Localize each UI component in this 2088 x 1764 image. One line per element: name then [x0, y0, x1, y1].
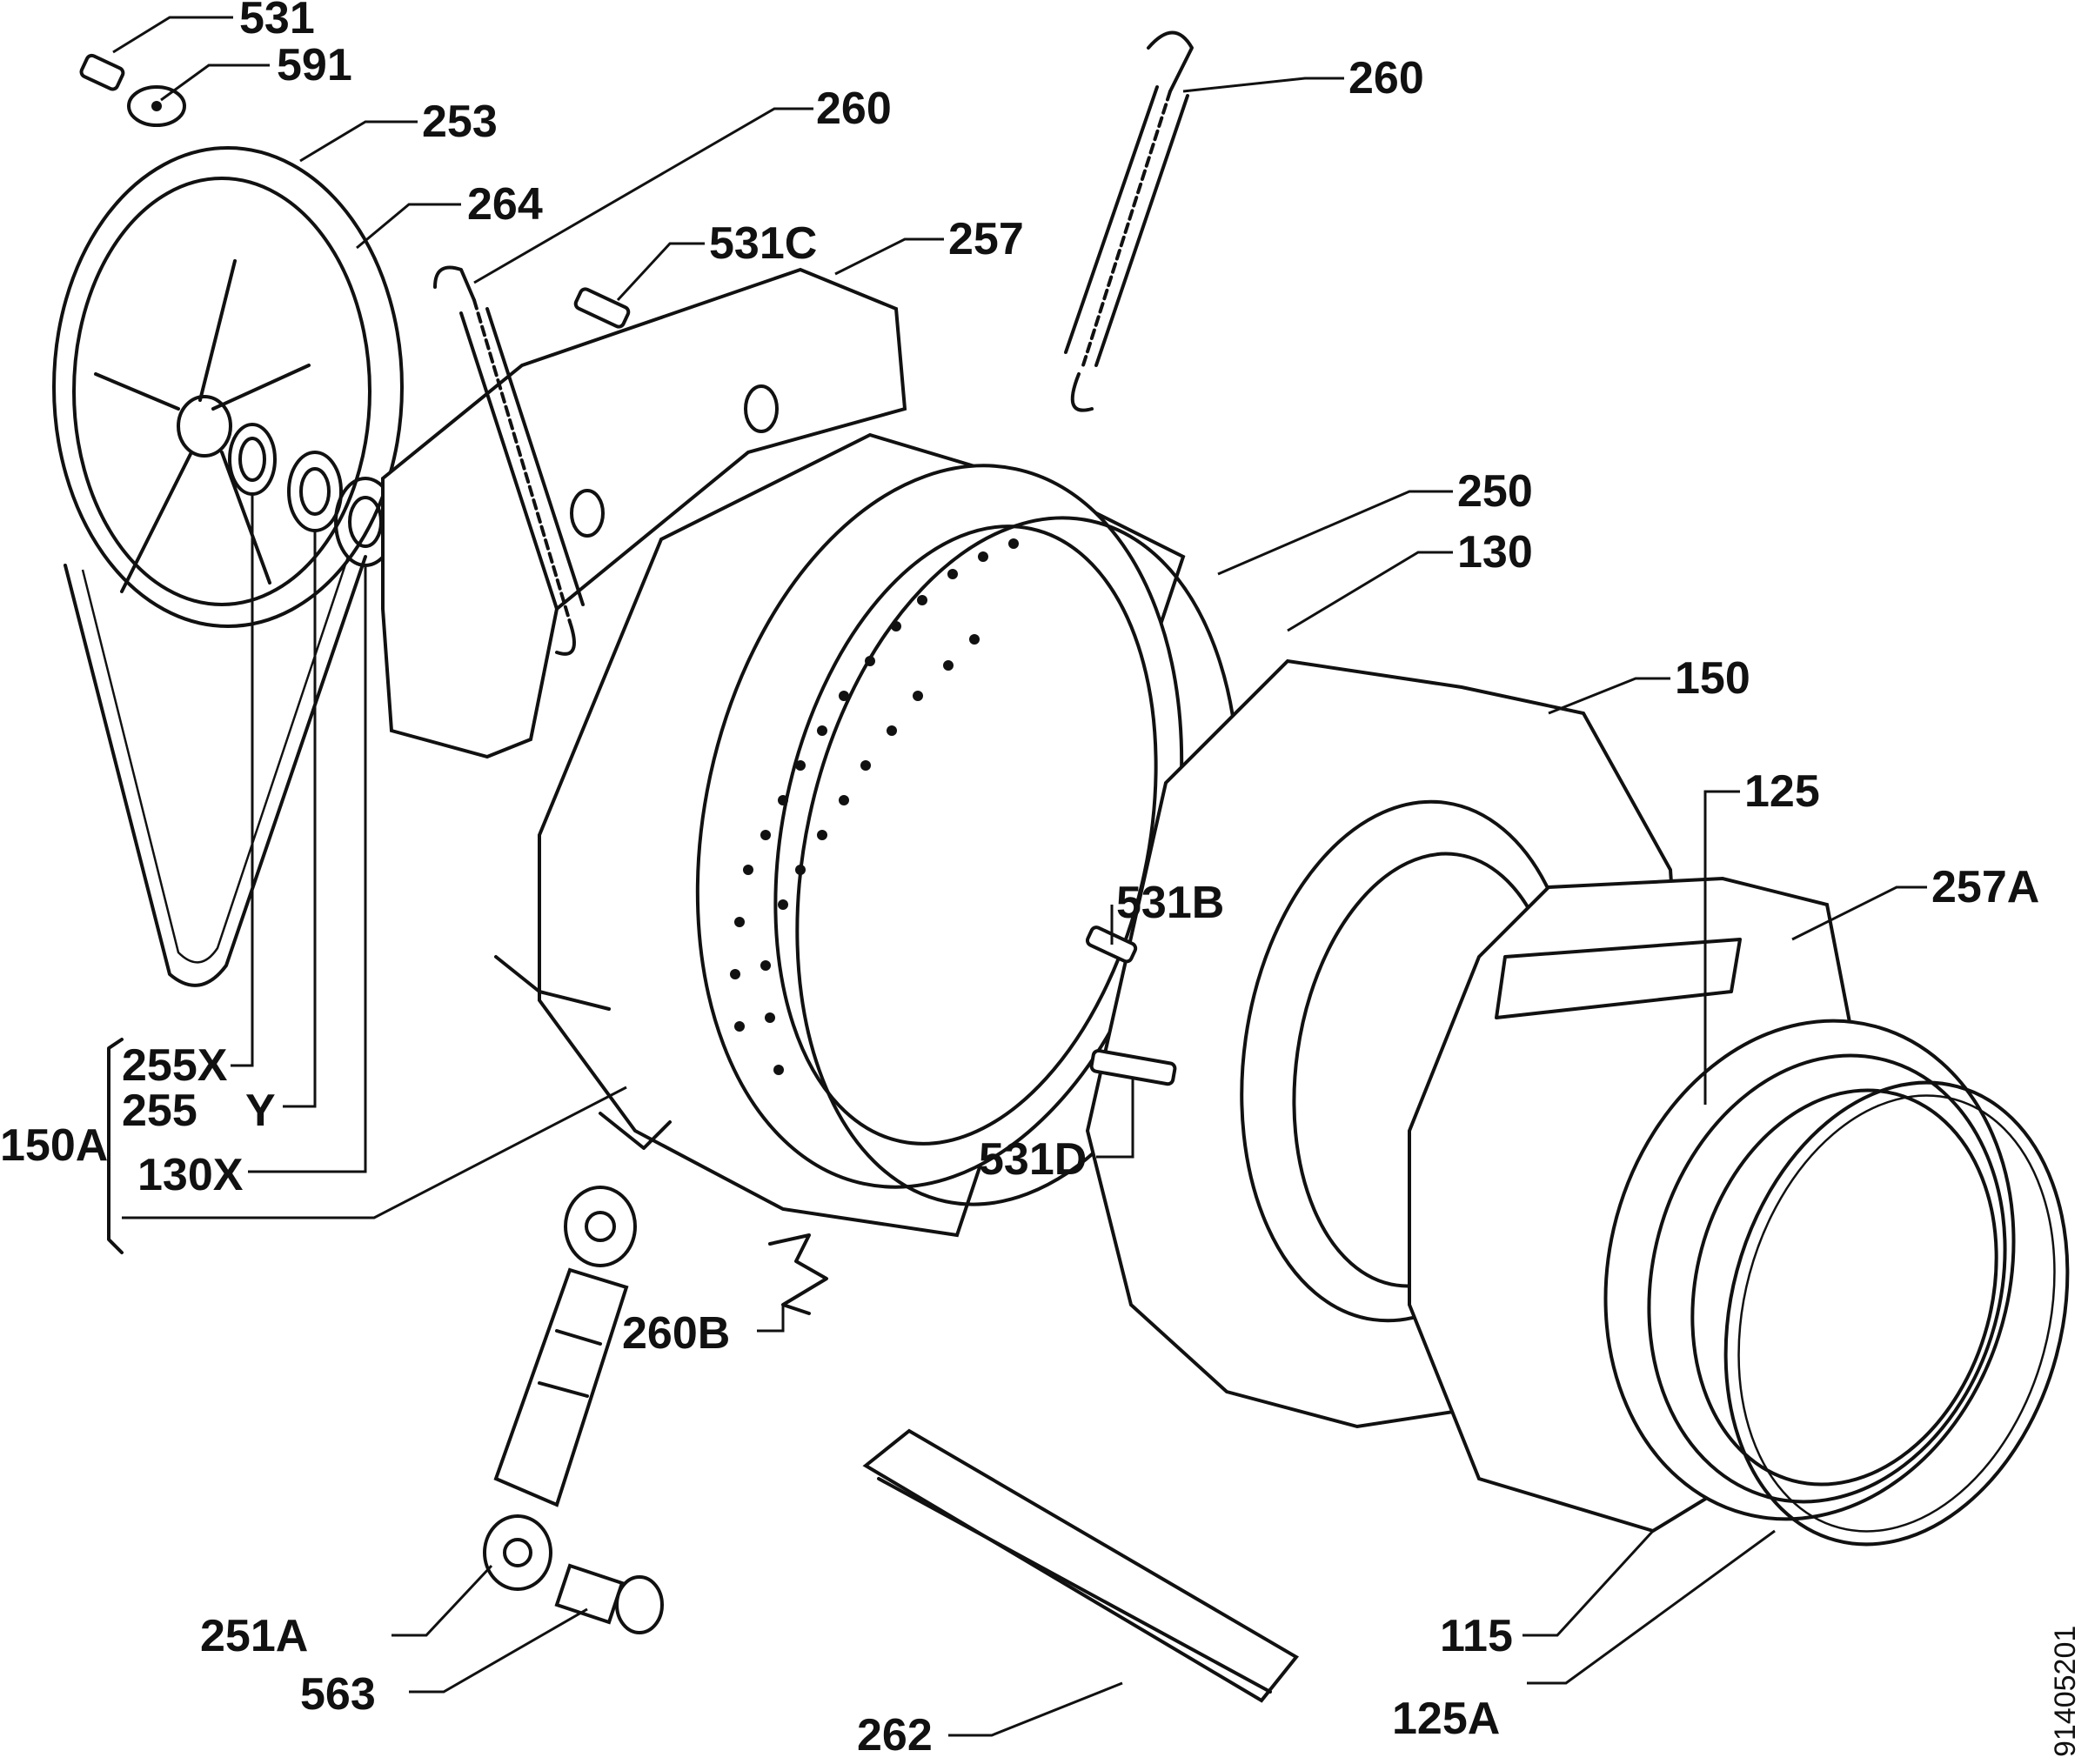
screw-531c — [573, 287, 631, 329]
clamp-ring — [1723, 1080, 2070, 1547]
clip-260b — [768, 1233, 828, 1315]
callout-255-y: Y — [245, 1086, 276, 1136]
callout-125a: 125A — [1392, 1694, 1500, 1744]
callout-531d: 531D — [979, 1134, 1087, 1185]
callout-262: 262 — [857, 1710, 933, 1761]
callout-115: 115 — [1440, 1611, 1513, 1661]
callout-250: 250 — [1457, 466, 1533, 517]
callout-591: 591 — [277, 40, 352, 90]
callout-150: 150 — [1675, 653, 1750, 704]
callout-563: 563 — [300, 1669, 376, 1720]
lifter-262 — [862, 1428, 1300, 1703]
callout-260-right: 260 — [1348, 53, 1424, 104]
bolt-563 — [554, 1563, 664, 1634]
callout-125: 125 — [1744, 766, 1820, 817]
spring-right — [1064, 30, 1194, 412]
callout-labels: 531 591 253 264 260 531C 257 260 250 130… — [0, 0, 2039, 1761]
pulley-wheel — [52, 146, 404, 628]
callout-255: 255 — [122, 1086, 197, 1136]
callout-260-left: 260 — [816, 84, 892, 134]
bracket-150a — [107, 1038, 124, 1254]
callout-255x: 255X — [122, 1040, 228, 1091]
callout-257: 257 — [948, 214, 1024, 264]
callout-531b: 531B — [1116, 878, 1224, 928]
callout-251a: 251A — [200, 1611, 308, 1661]
screw-531 — [79, 53, 125, 91]
bolt-531d — [1089, 1048, 1177, 1086]
callout-264: 264 — [467, 179, 543, 230]
shock-absorber — [483, 1186, 637, 1591]
callout-531: 531 — [239, 0, 315, 43]
callout-130: 130 — [1457, 527, 1533, 578]
callout-531c: 531C — [709, 218, 817, 269]
diagram-reference-number: 91405201 — [2049, 1626, 2082, 1757]
spring-left — [433, 265, 585, 656]
callout-260b: 260B — [622, 1308, 730, 1359]
callout-130x: 130X — [137, 1150, 244, 1200]
drive-belt — [64, 555, 367, 987]
callout-150a: 150A — [0, 1120, 108, 1171]
callout-257a: 257A — [1931, 862, 2039, 912]
drive-belt-inner — [81, 556, 350, 964]
callout-253: 253 — [422, 97, 498, 147]
leader-lines — [112, 16, 1927, 1737]
